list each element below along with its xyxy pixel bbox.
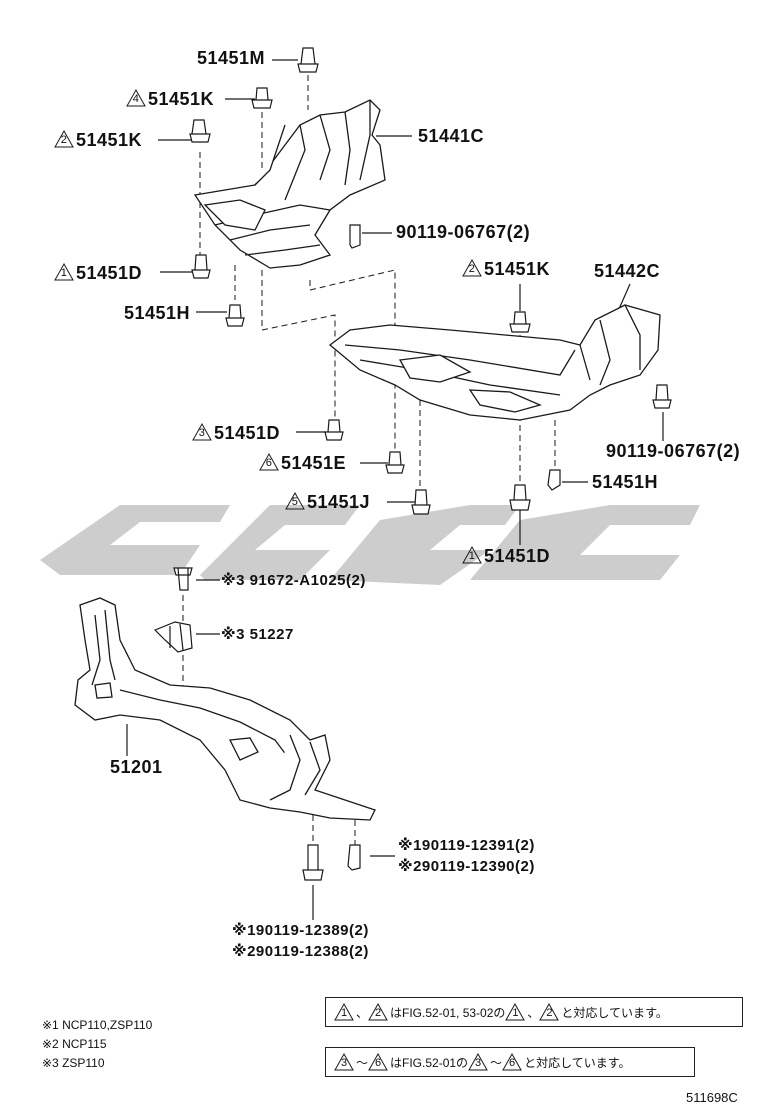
label-90119-12391: ※190119-12391(2) [398,837,535,854]
triangle-number: 3 [198,427,206,439]
triangle-marker-icon: 6 [368,1053,388,1071]
fasteners [173,47,672,881]
reference-box-1: 1 、 2 はFIG.52-01, 53-02の 1 、 2 と対応しています。 [325,997,743,1027]
separator: ～ [356,1056,369,1070]
box-text: と対応しています。 [524,1056,631,1070]
triangle-marker-icon: 3 [468,1053,488,1071]
label-51451H-b: 51451H [592,472,659,492]
label-51442C: 51442C [594,261,661,281]
label-51451K-2: 2 51451K [54,130,142,150]
triangle-marker-icon: 4 [126,89,146,107]
triangle-marker-icon: 6 [502,1053,522,1071]
part-number: 51451J [307,492,371,512]
diagram-code: 511698C [686,1090,738,1105]
label-51451K-2b: 2 51451K [462,259,550,279]
triangle-number: 2 [374,1007,382,1019]
triangle-marker-icon: 1 [54,263,74,281]
separator: 、 [527,1006,540,1020]
label-51201: 51201 [110,757,163,777]
triangle-number: 4 [132,93,140,105]
triangle-number: 6 [265,457,273,469]
triangle-marker-icon: 2 [462,259,482,277]
reference-box-2: 3 ～ 6 はFIG.52-01の 3 ～ 6 と対応しています。 [325,1047,695,1077]
triangle-marker-icon: 3 [334,1053,354,1071]
triangle-marker-icon: 1 [462,546,482,564]
triangle-marker-icon: 3 [192,423,212,441]
triangle-marker-icon: 1 [505,1003,526,1021]
note-2: ※2 NCP115 [42,1037,107,1051]
cover-51441C-drawing [193,99,386,269]
triangle-marker-icon: 6 [259,453,279,471]
cover-51442C-drawing [328,304,661,421]
triangle-number: 3 [340,1057,348,1069]
note-3: ※3 ZSP110 [42,1056,105,1070]
label-51451D-3: 3 51451D [192,423,280,443]
triangle-number: 1 [340,1007,348,1019]
part-number: 51451D [76,263,143,283]
separator: ～ [490,1056,503,1070]
triangle-number: 5 [291,496,299,508]
label-90119-12390: ※290119-12390(2) [398,858,535,875]
triangle-number: 3 [474,1057,482,1069]
part-number: 51451K [148,89,215,109]
bracket-51227-drawing [153,621,193,653]
triangle-marker-icon: 5 [285,492,305,510]
triangle-number: 2 [468,263,476,275]
triangle-number: 1 [468,550,476,562]
triangle-marker-icon: 2 [539,1003,560,1021]
triangle-number: 1 [60,267,68,279]
label-51451D-1a: 1 51451D [54,263,142,283]
box-text: と対応しています。 [561,1006,668,1020]
note-1: ※1 NCP110,ZSP110 [42,1018,153,1032]
triangle-number: 6 [509,1057,516,1069]
part-number: 51451K [76,130,143,150]
triangle-number: 2 [60,134,68,146]
label-51451J-5: 5 51451J [285,492,370,512]
triangle-number: 2 [546,1007,553,1019]
part-number: 51451K [484,259,551,279]
watermark-logo [40,505,700,585]
crossmember-51201-drawing [74,597,376,821]
box-text: はFIG.52-01の [390,1056,469,1070]
label-91672-A1025: ※3 91672-A1025(2) [221,572,366,589]
label-51451M: 51451M [197,48,266,68]
label-51451E-6: 6 51451E [259,453,346,473]
box-text: はFIG.52-01, 53-02の [390,1006,506,1020]
label-90119-12389: ※190119-12389(2) [232,922,369,939]
label-51441C: 51441C [418,126,485,146]
label-90119-12388: ※290119-12388(2) [232,943,369,960]
part-number: 51451D [214,423,281,443]
triangle-number: 1 [512,1007,519,1019]
label-51451K-4: 4 51451K [126,89,214,109]
label-51451D-1b: 1 51451D [462,546,550,566]
label-51227: ※3 51227 [221,626,294,643]
part-number: 51451D [484,546,551,566]
triangle-marker-icon: 1 [334,1003,354,1021]
triangle-marker-icon: 2 [368,1003,388,1021]
label-90119-06767-a: 90119-06767(2) [396,222,531,242]
part-number: 51451E [281,453,347,473]
label-90119-06767-b: 90119-06767(2) [606,441,741,461]
separator: 、 [356,1006,369,1020]
triangle-marker-icon: 2 [54,130,74,148]
triangle-number: 6 [374,1057,382,1069]
leader-lines [126,59,664,920]
label-51451H-a: 51451H [124,303,191,323]
